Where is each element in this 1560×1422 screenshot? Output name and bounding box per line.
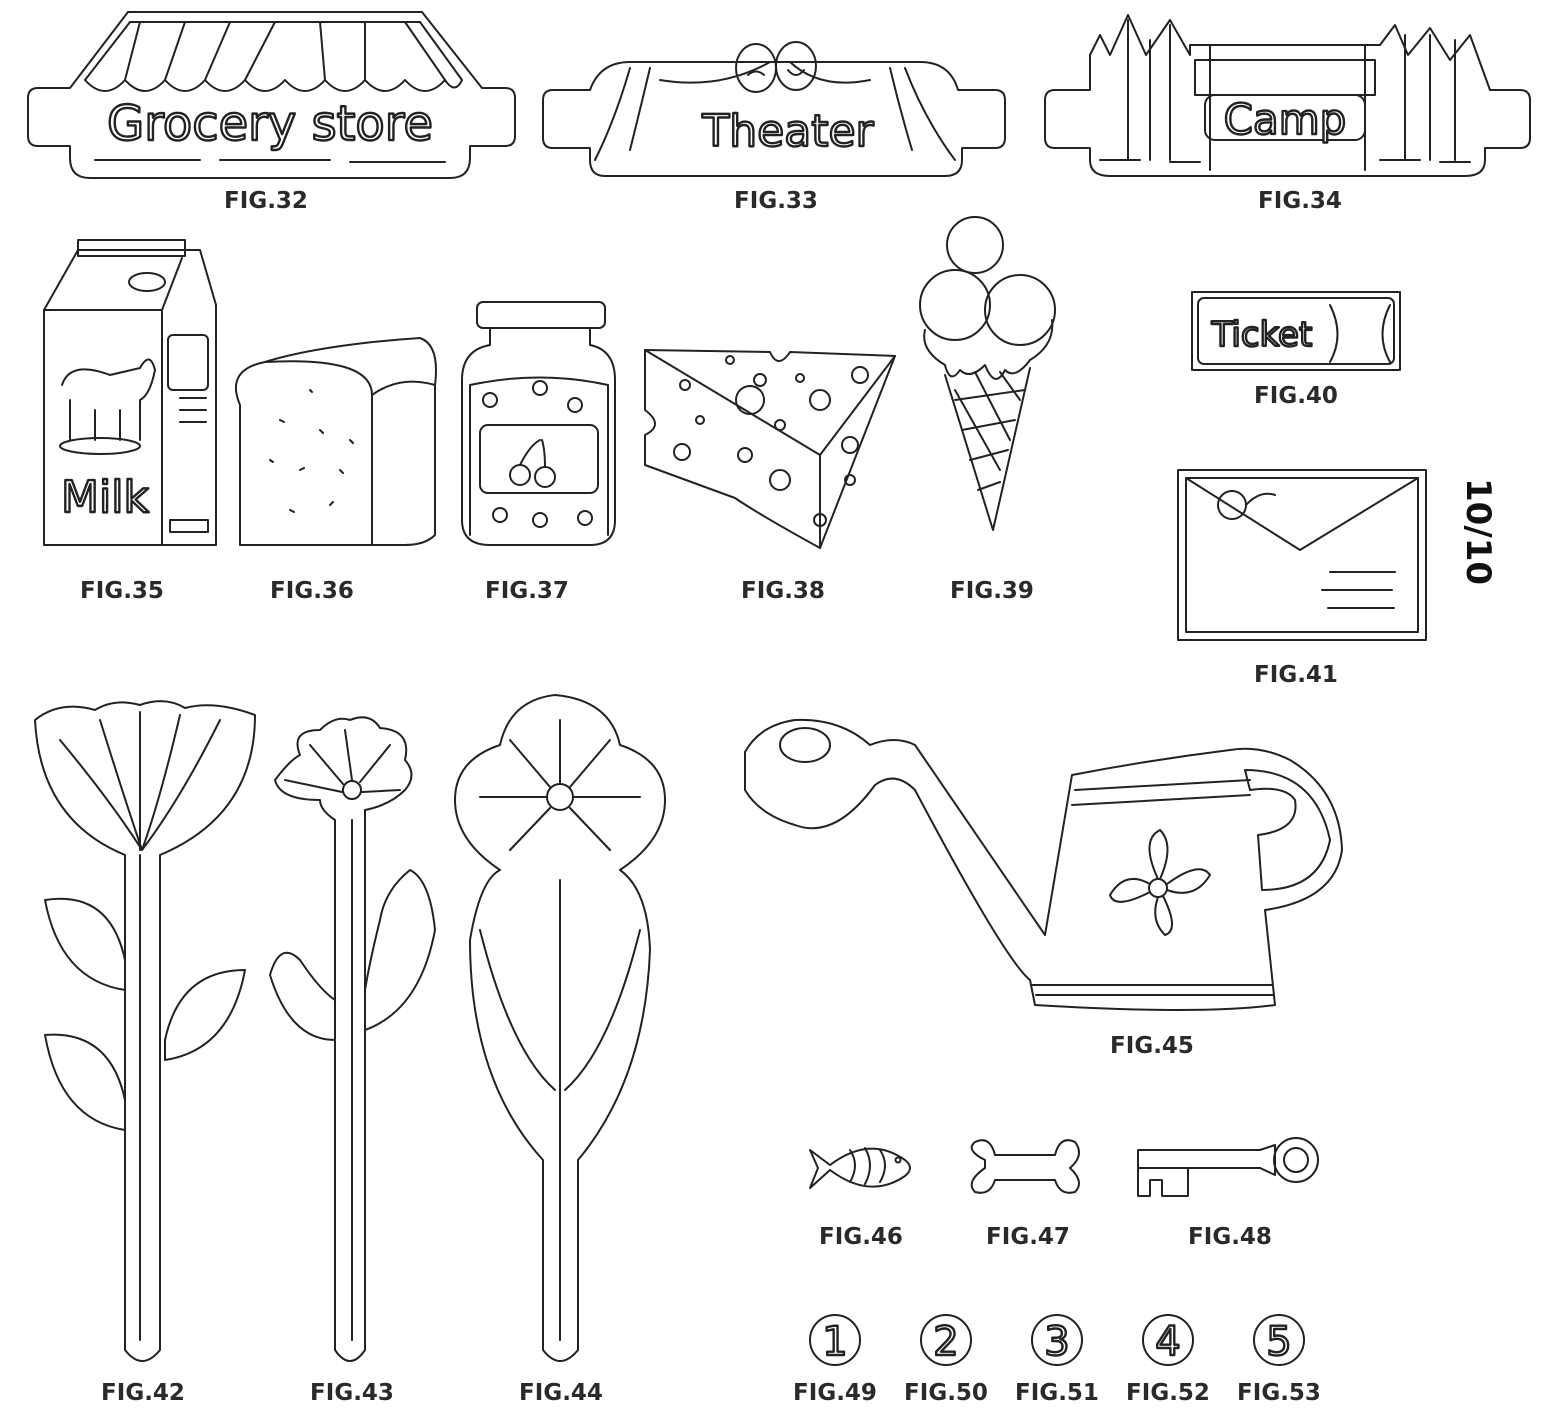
camp-sign: Camp xyxy=(1044,14,1531,177)
ticket-text: Ticket xyxy=(1211,315,1313,355)
theater-sign-text: Theater xyxy=(701,106,874,157)
watering-can xyxy=(744,718,1343,1011)
camp-sign-text: Camp xyxy=(1224,95,1347,144)
envelope xyxy=(1177,469,1427,641)
fig-37-label: FIG.37 xyxy=(485,578,569,604)
fig-33-label: FIG.33 xyxy=(734,188,818,214)
bone xyxy=(970,1139,1080,1194)
flower-tall xyxy=(34,700,256,1362)
digit-5: 5 xyxy=(1266,1319,1291,1365)
grocery-sign-text: Grocery store xyxy=(107,96,433,152)
fig-51-label: FIG.51 xyxy=(1015,1380,1099,1406)
digit-1: 1 xyxy=(822,1319,847,1365)
flower-sunflower xyxy=(454,694,666,1362)
fig-49-label: FIG.49 xyxy=(793,1380,877,1406)
theater-sign: Theater xyxy=(542,41,1006,177)
fig-47-label: FIG.47 xyxy=(986,1224,1070,1250)
fig-50-label: FIG.50 xyxy=(904,1380,988,1406)
fig-42-label: FIG.42 xyxy=(101,1380,185,1406)
milk-text: Milk xyxy=(61,472,149,523)
fig-39-label: FIG.39 xyxy=(950,578,1034,604)
grocery-store-sign: Grocery store xyxy=(27,11,516,179)
fig-44-label: FIG.44 xyxy=(519,1380,603,1406)
jam-jar xyxy=(461,301,616,546)
number-circles: 1 2 3 4 5 xyxy=(809,1314,1305,1366)
flower-daisy xyxy=(269,716,436,1362)
digit-2: 2 xyxy=(933,1319,958,1365)
fig-34-label: FIG.34 xyxy=(1258,188,1342,214)
digit-3: 3 xyxy=(1044,1319,1069,1365)
fig-40-label: FIG.40 xyxy=(1254,383,1338,409)
fig-45-label: FIG.45 xyxy=(1110,1033,1194,1059)
fig-41-label: FIG.41 xyxy=(1254,662,1338,688)
fig-38-label: FIG.38 xyxy=(741,578,825,604)
milk-carton: Milk xyxy=(43,239,217,546)
fig-52-label: FIG.52 xyxy=(1126,1380,1210,1406)
fig-35-label: FIG.35 xyxy=(80,578,164,604)
fig-53-label: FIG.53 xyxy=(1237,1380,1321,1406)
page-number: 10/10 xyxy=(1458,478,1498,586)
digit-4: 4 xyxy=(1155,1319,1180,1365)
fig-46-label: FIG.46 xyxy=(819,1224,903,1250)
fig-36-label: FIG.36 xyxy=(270,578,354,604)
key xyxy=(1137,1137,1319,1197)
bread-loaf xyxy=(235,337,437,546)
cheese-wedge xyxy=(644,349,896,549)
fig-43-label: FIG.43 xyxy=(310,1380,394,1406)
fish xyxy=(809,1147,911,1189)
ticket: Ticket xyxy=(1191,291,1401,371)
ice-cream-cone xyxy=(919,216,1056,531)
fig-48-label: FIG.48 xyxy=(1188,1224,1272,1250)
fig-32-label: FIG.32 xyxy=(224,188,308,214)
